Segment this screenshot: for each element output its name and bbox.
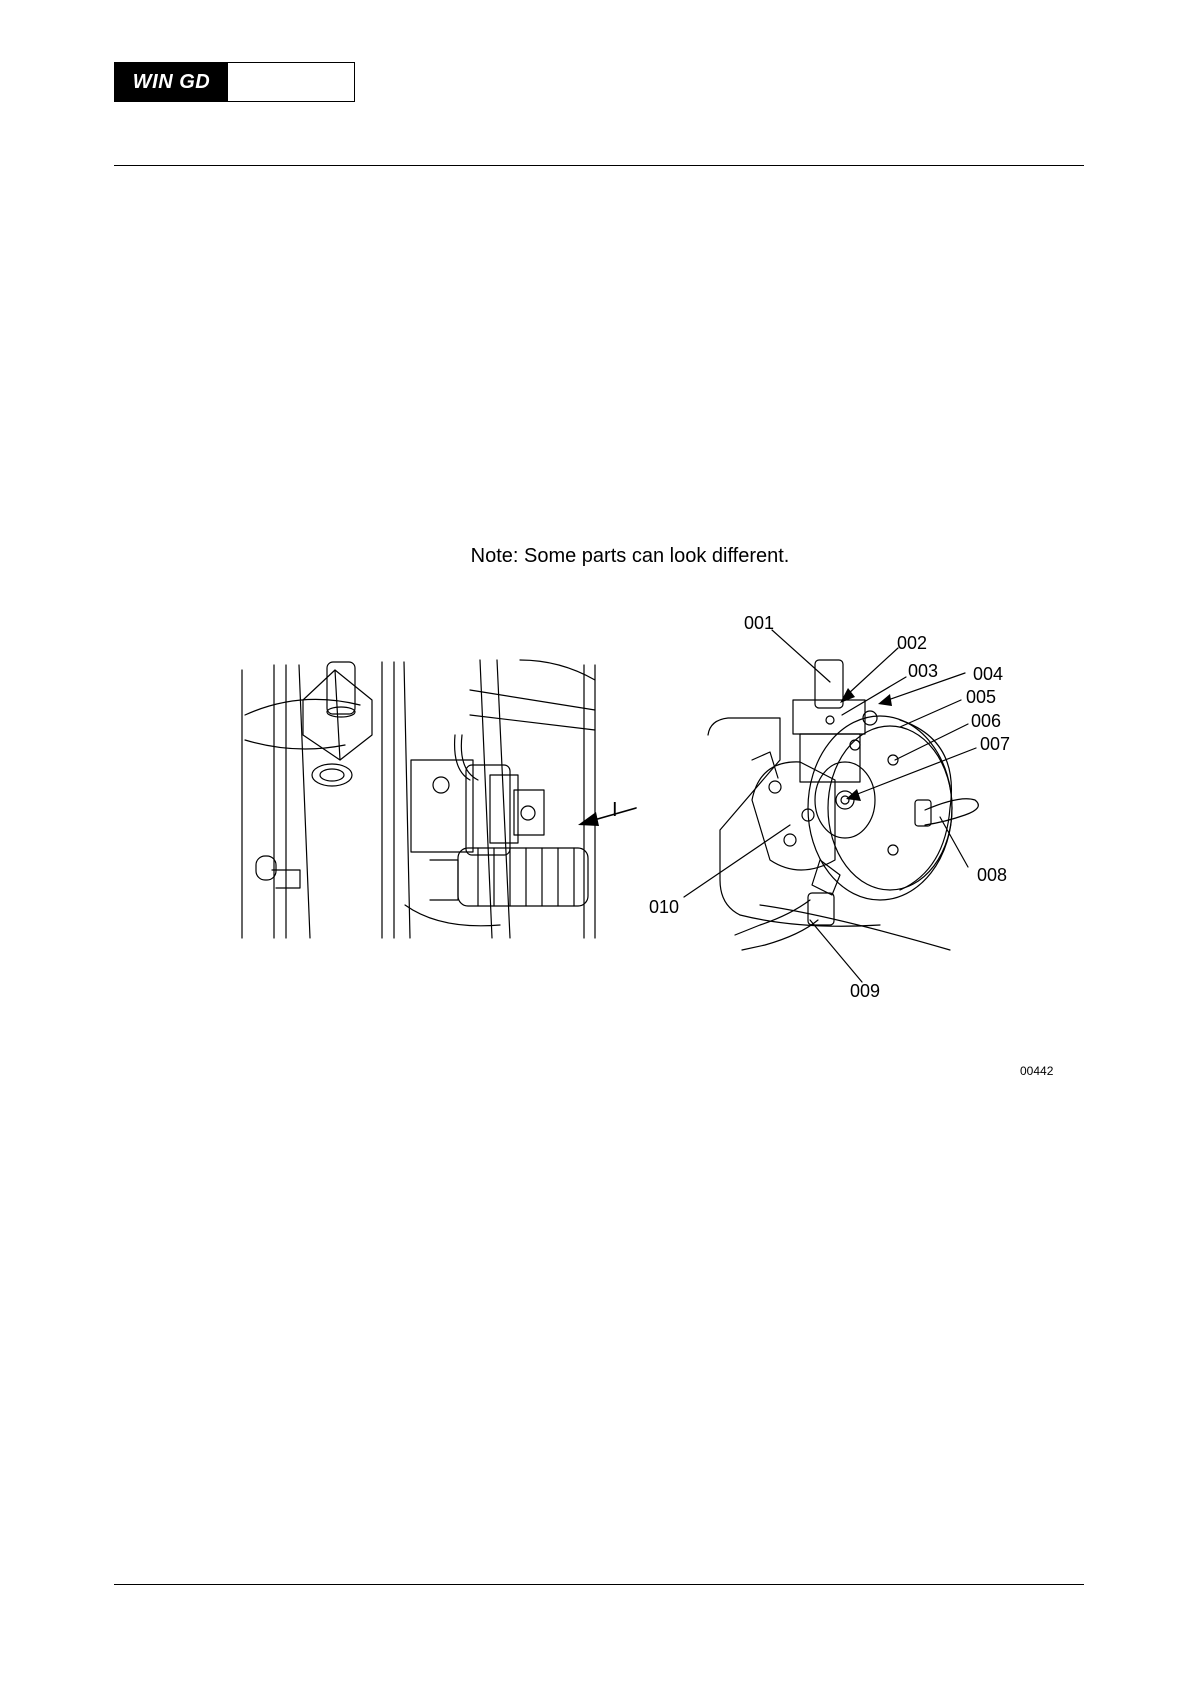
detail-view-drawing [684, 630, 978, 982]
callout-005: 005 [966, 688, 996, 706]
overview-view-drawing [242, 660, 636, 938]
callout-007: 007 [980, 735, 1010, 753]
callout-006: 006 [971, 712, 1001, 730]
figure-code: 00442 [1020, 1064, 1080, 1078]
callout-008: 008 [977, 866, 1007, 884]
callout-001: 001 [744, 614, 774, 632]
callout-003: 003 [908, 662, 938, 680]
callout-002: 002 [897, 634, 927, 652]
callout-010: 010 [649, 898, 679, 916]
view-label: I [612, 800, 618, 820]
callout-004: 004 [973, 665, 1003, 683]
callout-009: 009 [850, 982, 880, 1000]
